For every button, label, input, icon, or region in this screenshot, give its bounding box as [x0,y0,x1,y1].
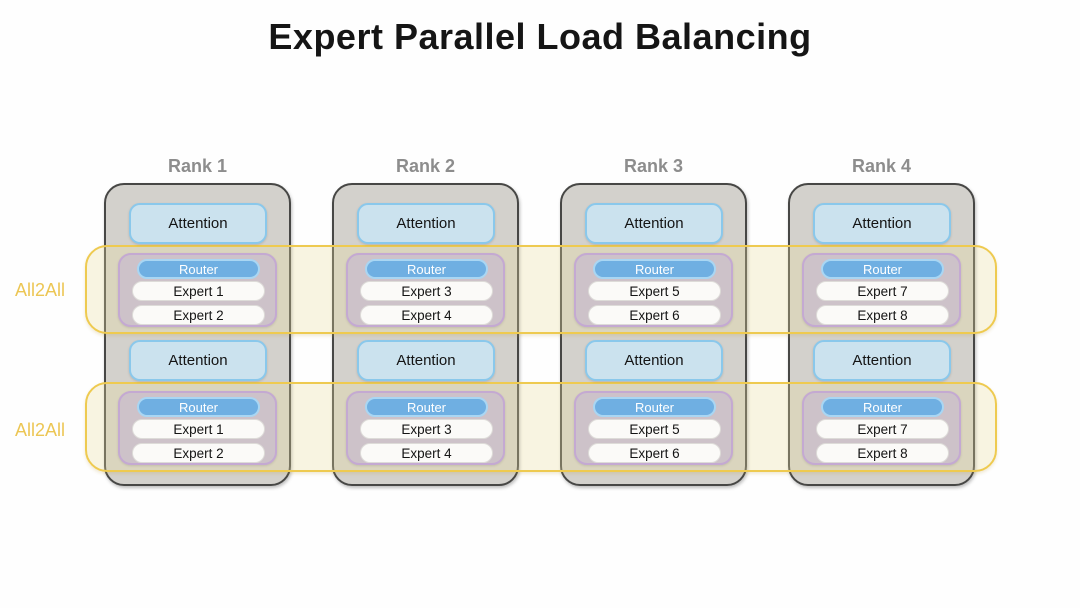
moe-group: Router Expert 3 Expert 4 [346,253,505,327]
router-block: Router [593,259,716,279]
expert-block: Expert 4 [360,443,493,463]
moe-group: Router Expert 5 Expert 6 [574,391,733,465]
expert-block: Expert 2 [132,443,265,463]
router-block: Router [593,397,716,417]
expert-block: Expert 5 [588,419,721,439]
router-block: Router [137,259,260,279]
rank-label: Rank 4 [851,156,912,176]
attention-block: Attention [585,340,723,381]
router-block: Router [821,397,944,417]
expert-block: Expert 2 [132,305,265,325]
moe-group: Router Expert 1 Expert 2 [118,391,277,465]
expert-block: Expert 6 [588,443,721,463]
rank-label: Rank 1 [167,156,228,176]
expert-block: Expert 4 [360,305,493,325]
moe-group: Router Expert 7 Expert 8 [802,253,961,327]
router-block: Router [365,397,488,417]
expert-block: Expert 5 [588,281,721,301]
rank-column-1: Rank 1 Attention Router Expert 1 Expert … [104,156,291,491]
expert-block: Expert 3 [360,419,493,439]
expert-block: Expert 3 [360,281,493,301]
moe-group: Router Expert 3 Expert 4 [346,391,505,465]
router-block: Router [365,259,488,279]
router-block: Router [821,259,944,279]
rank-label: Rank 2 [395,156,456,176]
attention-block: Attention [357,203,495,244]
attention-block: Attention [813,340,951,381]
all2all-label-top: All2All [14,280,66,300]
moe-group: Router Expert 7 Expert 8 [802,391,961,465]
expert-block: Expert 1 [132,281,265,301]
attention-block: Attention [357,340,495,381]
all2all-label-bottom: All2All [14,420,66,440]
expert-block: Expert 1 [132,419,265,439]
rank-column-3: Rank 3 Attention Router Expert 5 Expert … [560,156,747,491]
moe-group: Router Expert 5 Expert 6 [574,253,733,327]
rank-column-4: Rank 4 Attention Router Expert 7 Expert … [788,156,975,491]
expert-block: Expert 7 [816,419,949,439]
expert-block: Expert 8 [816,443,949,463]
diagram-title: Expert Parallel Load Balancing [268,16,812,57]
attention-block: Attention [813,203,951,244]
rank-column-2: Rank 2 Attention Router Expert 3 Expert … [332,156,519,491]
router-block: Router [137,397,260,417]
attention-block: Attention [129,340,267,381]
attention-block: Attention [585,203,723,244]
expert-block: Expert 7 [816,281,949,301]
attention-block: Attention [129,203,267,244]
rank-label: Rank 3 [623,156,684,176]
moe-group: Router Expert 1 Expert 2 [118,253,277,327]
expert-block: Expert 6 [588,305,721,325]
expert-block: Expert 8 [816,305,949,325]
